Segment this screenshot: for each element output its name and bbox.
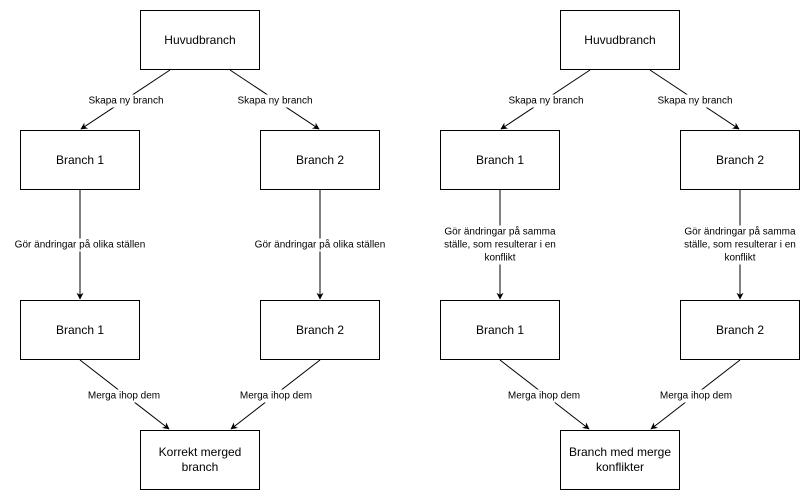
node-left-result: Korrekt merged branch (140, 430, 260, 490)
edge-label-right-create-1: Skapa ny branch (508, 94, 584, 108)
node-left-branch2-changed: Branch 2 (260, 300, 380, 360)
node-right-result: Branch med merge konflikter (560, 430, 680, 490)
edge-label-left-create-2: Skapa ny branch (237, 94, 313, 108)
node-left-branch2-created: Branch 2 (260, 130, 380, 190)
edge-label-left-change-1: Gör ändringar på olika ställen (14, 238, 146, 252)
node-right-huvudbranch: Huvudbranch (560, 10, 680, 70)
edge-label-right-merge-2: Merga ihop dem (659, 389, 733, 403)
edge-label-right-create-2: Skapa ny branch (657, 94, 733, 108)
edge-label-left-merge-1: Merga ihop dem (87, 389, 161, 403)
node-right-branch1-created: Branch 1 (440, 130, 560, 190)
edge-label-left-merge-2: Merga ihop dem (239, 389, 313, 403)
node-left-huvudbranch: Huvudbranch (140, 10, 260, 70)
edge-label-left-create-1: Skapa ny branch (88, 94, 164, 108)
node-right-branch1-changed: Branch 1 (440, 300, 560, 360)
node-right-branch2-changed: Branch 2 (680, 300, 800, 360)
edge-label-left-change-2: Gör ändringar på olika ställen (254, 238, 386, 252)
node-left-branch1-created: Branch 1 (20, 130, 140, 190)
edge-label-right-change-1: Gör ändringar på samma ställe, som resul… (441, 225, 559, 265)
node-right-branch2-created: Branch 2 (680, 130, 800, 190)
node-left-branch1-changed: Branch 1 (20, 300, 140, 360)
edge-label-right-merge-1: Merga ihop dem (507, 389, 581, 403)
edge-label-right-change-2: Gör ändringar på samma ställe, som resul… (681, 225, 799, 265)
